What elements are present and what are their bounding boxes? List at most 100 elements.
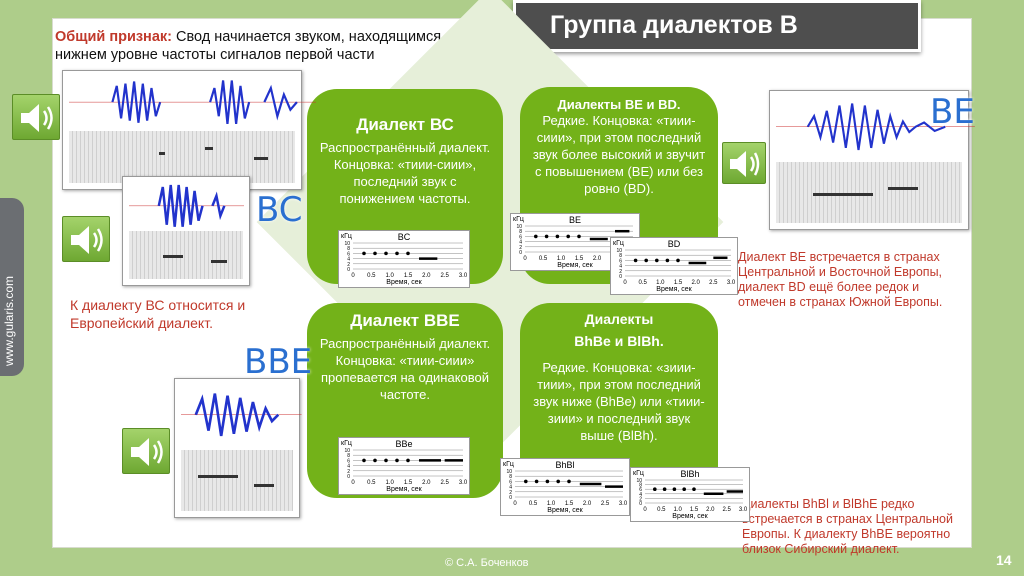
mini-chart-xtick: 0.5: [657, 507, 666, 513]
speaker-bbe[interactable]: [122, 428, 170, 474]
mini-chart-title: BD: [667, 239, 681, 249]
card-title: Диалект BBE: [350, 311, 460, 330]
mini-chart-xtick: 1.0: [547, 501, 556, 507]
mini-chart-ytick: 6: [509, 479, 512, 485]
speaker-bc-2[interactable]: [62, 216, 110, 262]
speaker-bc-1[interactable]: [12, 94, 60, 140]
mini-chart-ytick: 6: [619, 258, 622, 264]
mini-chart-xlabel: Время, сек: [386, 486, 422, 493]
mini-chart-xtick: 0.5: [367, 480, 376, 486]
mini-chart-xlabel: Время, сек: [672, 513, 708, 520]
mini-chart-dot: [662, 487, 667, 491]
mini-chart-ytick: 8: [509, 474, 512, 480]
mini-chart-xtick: 0: [523, 256, 527, 262]
mini-chart-title: BC: [397, 232, 411, 242]
mini-chart-yunit: кГц: [503, 461, 514, 468]
card-text: Редкие. Концовка: «тиии-сиии», при этом …: [532, 113, 706, 196]
mini-chart-dot: [544, 234, 549, 239]
card-text: Редкие. Концовка: «зиии-тиии», при этом …: [533, 360, 705, 443]
speaker-be[interactable]: [722, 142, 766, 184]
mini-chart-ytick: 0: [509, 495, 512, 501]
speaker-icon: [131, 438, 163, 466]
mini-chart-ytick: 4: [509, 485, 512, 491]
speaker-icon: [21, 104, 53, 132]
mini-chart-dot: [682, 487, 686, 491]
mini-chart-dot: [566, 234, 570, 239]
mini-chart-title: BE: [568, 215, 581, 225]
spectrogram-4: [174, 378, 302, 518]
site-url[interactable]: www.gularis.com: [2, 275, 16, 366]
mini-chart-ytick: 6: [347, 458, 350, 464]
mini-chart-ytick: 2: [619, 269, 622, 275]
mini-chart-ytick: 2: [509, 490, 512, 496]
card-title: Диалекты: [584, 311, 654, 327]
mini-chart-xtick: 1.5: [690, 507, 699, 513]
mini-chart-xtick: 0.5: [539, 256, 548, 262]
mini-chart-dot: [373, 251, 377, 256]
speaker-icon: [730, 151, 760, 177]
page-title: Группа диалектов В: [513, 0, 921, 52]
mini-chart-dot: [395, 251, 399, 256]
mini-chart-xtick: 1.5: [565, 501, 574, 507]
feature-label: Общий признак:: [55, 29, 172, 45]
mini-chart-xtick: 1.0: [656, 280, 665, 286]
speaker-icon: [71, 226, 103, 254]
mini-chart-dot: [665, 258, 670, 263]
card-title: Диалекты BE и BD.: [557, 97, 681, 112]
mini-chart-ytick: 10: [516, 224, 522, 230]
mini-chart-yunit: кГц: [341, 440, 352, 447]
spectrogram-3: [769, 90, 975, 230]
mini-chart-dot: [692, 487, 696, 491]
mini-chart-ytick: 10: [344, 448, 350, 454]
mini-chart-ytick: 10: [616, 248, 622, 254]
mini-chart-xtick: 0: [643, 507, 647, 513]
mini-chart-xtick: 2.5: [440, 273, 449, 279]
mini-chart-dot: [644, 258, 648, 263]
side-tab: www.gularis.com: [0, 198, 24, 376]
mini-chart-title: BhBl: [555, 460, 575, 470]
mini-chart-xtick: 2.5: [722, 507, 731, 513]
mini-chart-ytick: 10: [506, 469, 512, 475]
mini-chart-dot: [362, 251, 366, 256]
mini-chart-dot: [524, 479, 528, 484]
label-be: BE: [930, 92, 975, 132]
mini-chart-dot: [362, 458, 366, 463]
mini-chart-dot: [676, 258, 680, 263]
mini-chart-yunit: кГц: [513, 216, 524, 223]
mini-chart-ytick: 2: [347, 262, 350, 268]
mini-chart-xtick: 2.0: [422, 480, 431, 486]
mini-chart-xtick: 0: [623, 280, 627, 286]
mini-chart-ytick: 2: [519, 245, 522, 251]
note-be: Диалект BE встречается в странах Централ…: [738, 250, 943, 309]
card-text: Распространённый диалект. Концовка: «тии…: [319, 336, 491, 402]
mini-chart-ytick: 0: [347, 474, 350, 480]
mini-chart-ytick: 10: [636, 478, 642, 484]
mini-chart-xtick: 2.0: [691, 280, 700, 286]
mini-chart-xtick: 0.5: [529, 501, 538, 507]
mini-chart-ytick: 0: [519, 250, 522, 256]
mini-chart-dot: [633, 258, 638, 263]
label-bc: BC: [256, 190, 303, 230]
mini-chart-dot: [555, 234, 560, 239]
mini-chart-ytick: 0: [347, 267, 350, 273]
label-bbe: BBE: [244, 342, 313, 382]
mini-chart-dot: [384, 458, 388, 463]
mini-chart-xlabel: Время, сек: [557, 262, 593, 269]
footer: © С.А. Боченков: [445, 557, 529, 569]
mini-chart-ytick: 8: [519, 229, 522, 235]
mini-chart-dot: [577, 234, 581, 239]
card-title: Диалект ВС: [356, 115, 454, 134]
mini-chart-xtick: 2.5: [440, 480, 449, 486]
spectrogram-2: [122, 176, 250, 286]
mini-chart-ytick: 6: [347, 251, 350, 257]
mini-chart-xtick: 0.5: [367, 273, 376, 279]
mini-chart-ytick: 0: [639, 501, 642, 507]
mini-chart-ytick: 8: [347, 453, 350, 459]
